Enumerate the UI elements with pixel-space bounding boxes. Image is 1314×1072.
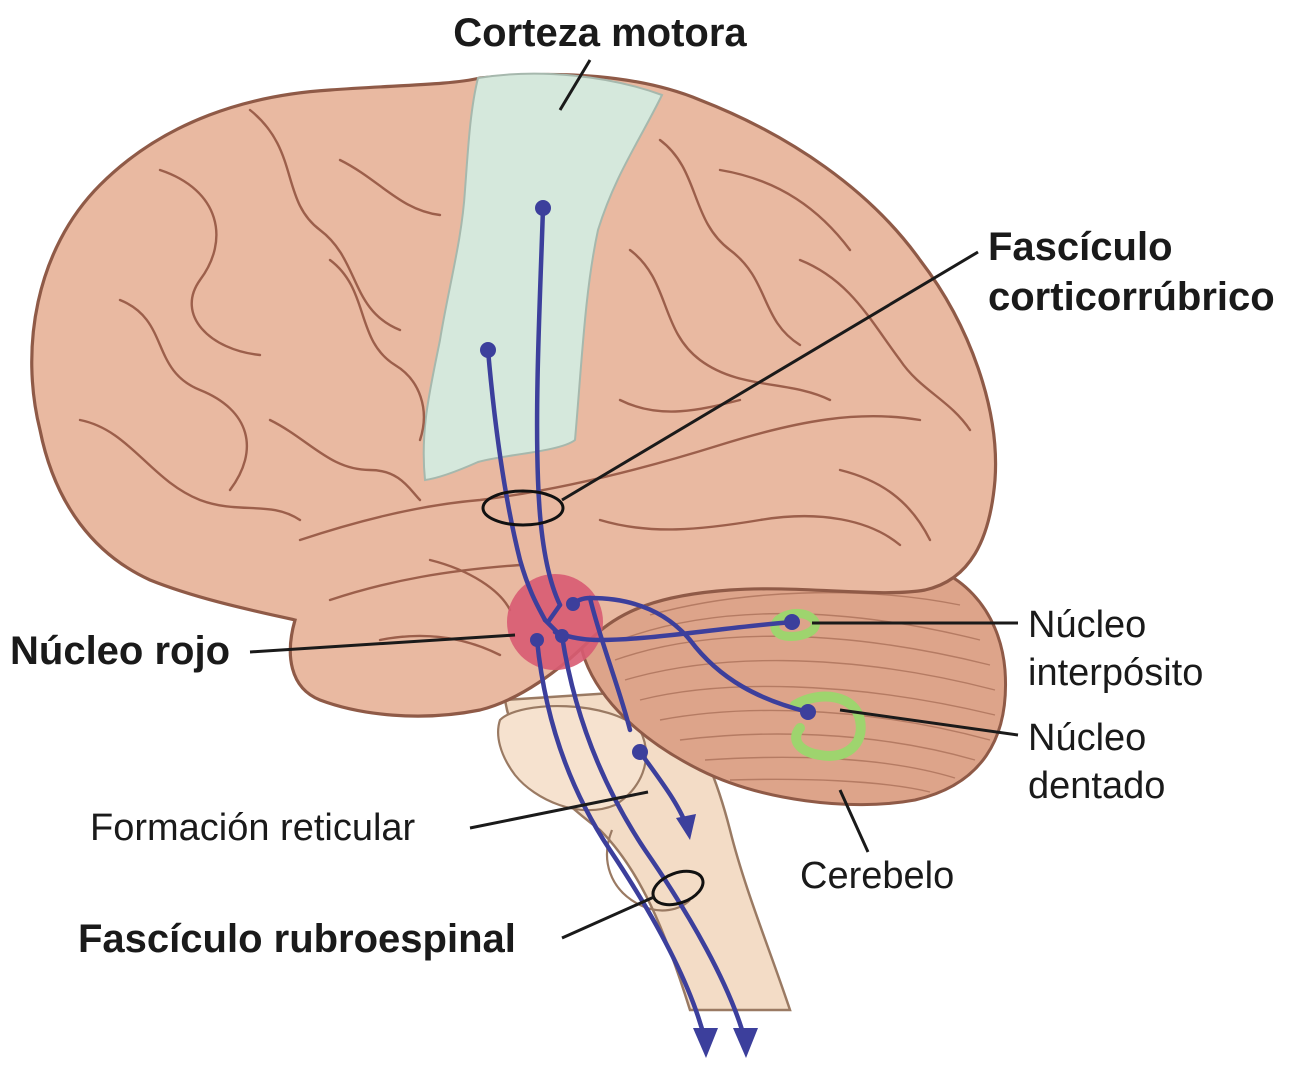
label-fasciculo-rubroespinal: Fascículo rubroespinal [78,917,516,961]
label-nucleo-dentado-line1: Núcleo [1028,717,1146,759]
pons [498,706,646,810]
label-formacion-reticular: Formación reticular [90,807,416,849]
arrowhead [693,1028,718,1058]
dentate-dot [800,704,816,720]
tract-origin-dot [480,342,496,358]
label-fasciculo-corticorrubrico-line1: Fascículo [988,225,1173,269]
label-nucleo-interposito-line2: interpósito [1028,652,1203,694]
label-nucleo-rojo: Núcleo rojo [10,629,230,673]
label-fasciculo-corticorrubrico-line2: corticorrúbrico [988,275,1275,319]
interpositus-dot [784,614,800,630]
label-nucleo-interposito-line1: Núcleo [1028,604,1146,646]
label-nucleo-dentado-line2: dentado [1028,765,1165,807]
arrowhead [733,1028,758,1058]
tract-origin-dot [535,200,551,216]
red-nucleus-dot [566,597,580,611]
label-cerebelo: Cerebelo [800,855,954,897]
reticular-dot [632,744,648,760]
label-corteza-motora: Corteza motora [453,11,747,55]
